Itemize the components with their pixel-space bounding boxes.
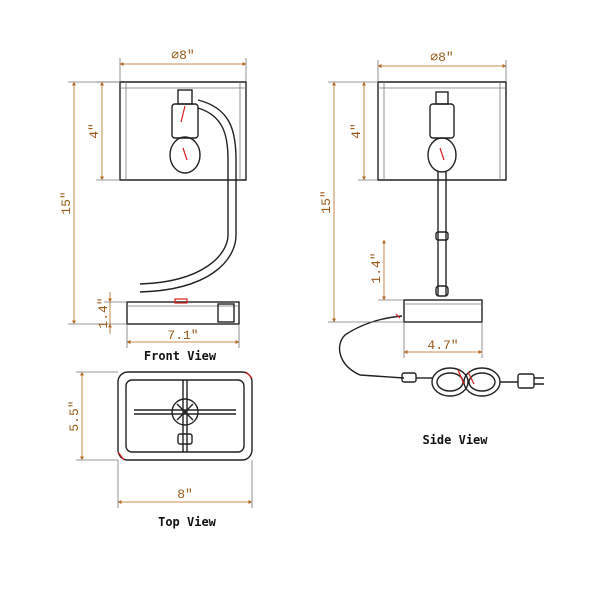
side-shade-width-label: ⌀8" — [430, 50, 453, 65]
top-cross-vertical — [182, 380, 188, 452]
side-cord-coil-right-inner — [468, 372, 496, 392]
side-base-width-ext — [403, 322, 483, 358]
side-bulb — [427, 137, 457, 173]
side-cord-coil-left-inner — [436, 372, 464, 392]
side-cord-coil-accent — [457, 369, 475, 385]
front-shade-height-label: 4" — [87, 123, 102, 139]
top-socket-cross — [176, 403, 194, 421]
side-cord — [338, 315, 405, 379]
front-view: ⌀8" 4" 15" 1.4" 7.1" Front View — [59, 48, 247, 363]
front-filament — [180, 105, 188, 161]
front-shade-width-label: ⌀8" — [171, 48, 194, 63]
front-base-width-ext — [126, 324, 240, 348]
front-base-width-label: 7.1" — [167, 328, 198, 343]
side-view-label: Side View — [422, 433, 488, 447]
front-arm-inner — [139, 107, 229, 285]
top-view: 5.5" 8" Top View — [67, 371, 253, 529]
top-view-label: Top View — [158, 515, 217, 529]
top-switch — [177, 433, 193, 445]
side-pole-joint — [435, 231, 449, 241]
top-cross-horizontal — [134, 409, 236, 415]
front-arm — [139, 99, 237, 293]
side-cord-switch — [401, 372, 417, 383]
top-socket-ring — [171, 398, 199, 426]
side-shade-height-label: 4" — [349, 123, 364, 139]
front-bulb — [169, 136, 201, 174]
top-width-ext — [117, 460, 253, 508]
side-shade-width-ext — [377, 60, 507, 82]
side-view: ⌀8" 4" 15" 1.4" 4.7" Side View — [319, 50, 544, 447]
top-accents — [117, 371, 253, 461]
top-inner-outline — [125, 379, 245, 453]
front-view-label: Front View — [144, 349, 217, 363]
front-outlet — [217, 303, 235, 323]
front-base-height-label: 1.4" — [96, 297, 111, 328]
top-depth-label: 5.5" — [67, 400, 82, 431]
front-switch — [174, 298, 188, 304]
side-cord-accent — [395, 313, 401, 319]
side-base-height-label: 1.4" — [369, 252, 384, 283]
side-cord-coil-left — [431, 367, 469, 397]
front-shade-inner — [120, 82, 246, 180]
side-shade-inner — [378, 82, 506, 180]
front-total-height-label: 15" — [59, 191, 74, 214]
top-width-label: 8" — [177, 487, 193, 502]
side-pole — [437, 172, 447, 296]
side-base — [403, 299, 483, 323]
side-total-height-label: 15" — [319, 190, 334, 213]
top-depth-ext — [76, 371, 118, 461]
side-total-height-ext — [328, 81, 404, 323]
front-base — [126, 301, 240, 325]
side-base-width-label: 4.7" — [427, 338, 458, 353]
front-socket — [177, 89, 193, 105]
front-shade — [119, 81, 247, 181]
front-total-height-ext — [68, 81, 127, 325]
side-plug-prongs — [534, 377, 544, 385]
side-bulb-base — [429, 103, 455, 139]
side-pole-foot — [435, 285, 449, 297]
side-shade — [377, 81, 507, 181]
side-plug — [517, 373, 535, 389]
side-filament — [439, 147, 445, 161]
side-socket — [435, 91, 449, 105]
top-outline — [117, 371, 253, 461]
front-shade-width-ext — [119, 58, 247, 82]
front-bulb-base — [171, 103, 199, 139]
